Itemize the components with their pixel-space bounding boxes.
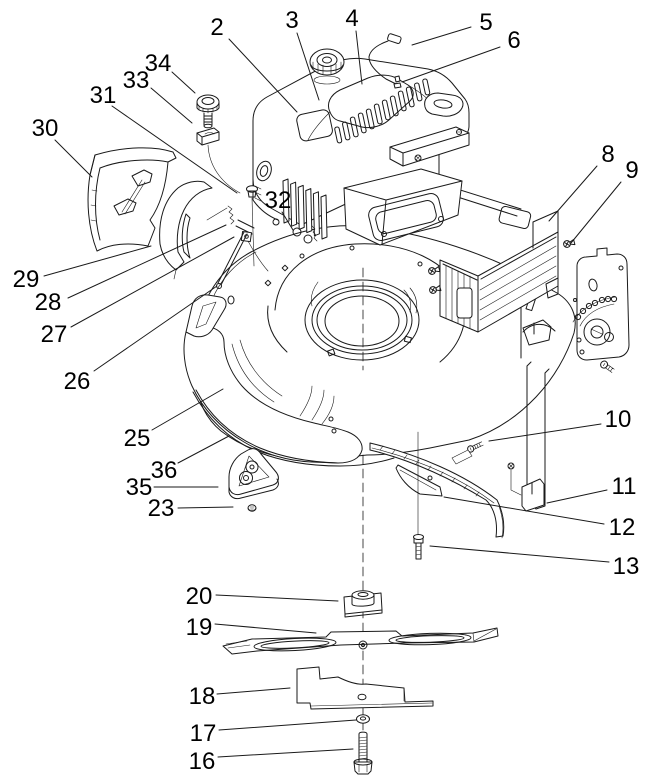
callout-32: 32: [265, 187, 292, 214]
callout-18: 18: [189, 683, 216, 710]
callout-13: 13: [613, 553, 640, 580]
callout-23: 23: [148, 495, 175, 522]
callout-29: 29: [13, 266, 40, 293]
wheel-cover-bracket: [228, 448, 279, 500]
leader-line-16: [217, 748, 354, 758]
side-baffle-vane: [159, 180, 213, 280]
callout-31: 31: [90, 82, 117, 109]
callout-8: 8: [601, 141, 614, 168]
leader-line-23: [177, 506, 234, 509]
throttle-cable: [368, 33, 402, 85]
rear-grate: [427, 210, 559, 333]
cable-clip: [393, 75, 402, 89]
callout-27: 27: [41, 321, 68, 348]
rear-baffle: [369, 442, 505, 539]
leader-line-17: [218, 719, 357, 731]
leader-line-25: [151, 388, 224, 431]
muffler-guard: [343, 168, 463, 246]
blade-accelerator: [296, 666, 434, 710]
callout-9: 9: [625, 157, 638, 184]
leader-line-32: [281, 211, 294, 231]
cover-screw: [247, 504, 257, 512]
leader-line-11: [546, 489, 608, 504]
air-cleaner-cover: [424, 92, 464, 117]
callout-4: 4: [345, 5, 358, 32]
leader-line-20: [215, 594, 339, 602]
engine-label-patch: [296, 109, 333, 142]
leader-line-2: [228, 38, 298, 113]
callout-35: 35: [126, 474, 153, 501]
blade-bolt: [353, 731, 373, 775]
blade-adapter: [343, 590, 383, 618]
engine-mount-bar: [389, 126, 470, 167]
blade-washer: [356, 714, 370, 724]
cap-clip-part: [196, 127, 220, 146]
leader-line-12: [443, 496, 605, 525]
blade: [222, 627, 499, 655]
callout-34: 34: [145, 50, 172, 77]
leader-line-27: [70, 236, 235, 328]
leader-line-3: [296, 32, 320, 101]
rear-support: [507, 361, 550, 512]
leader-line-30: [54, 139, 93, 178]
leader-line-33: [150, 87, 193, 124]
callout-33: 33: [123, 67, 150, 94]
baffle-clip: [451, 449, 473, 465]
engine-cap: [309, 48, 345, 85]
callout-16: 16: [189, 748, 216, 775]
cylinder-fins: [282, 178, 328, 240]
engine-illustration: [252, 33, 470, 246]
leader-line-10: [488, 423, 602, 442]
front-bumper-illustration: [183, 294, 395, 467]
callout-6: 6: [507, 27, 520, 54]
leader-line-31: [111, 105, 238, 194]
leader-line-4: [355, 30, 363, 85]
callout-36: 36: [151, 457, 178, 484]
leader-line-9: [570, 181, 622, 244]
leader-line-18: [216, 687, 291, 695]
leader-line-6: [401, 46, 501, 83]
callout-2: 2: [210, 14, 223, 41]
shoulder-bolt: [413, 431, 424, 560]
callout-20: 20: [186, 583, 213, 610]
callout-25: 25: [124, 425, 151, 452]
callout-30: 30: [32, 115, 59, 142]
leader-line-28: [67, 224, 227, 299]
discharge-deflector: [87, 147, 177, 252]
leader-line-26: [93, 285, 218, 372]
leader-line-19: [214, 623, 317, 634]
callout-11: 11: [612, 473, 637, 500]
callout-5: 5: [479, 9, 492, 36]
callout-19: 19: [186, 614, 213, 641]
leader-line-36: [177, 435, 230, 464]
callout-3: 3: [285, 7, 298, 34]
callout-10: 10: [605, 406, 632, 433]
callout-17: 17: [190, 720, 217, 747]
leader-line-8: [548, 165, 598, 222]
engine-vent-slots: [334, 78, 431, 144]
linkage-cluster: [206, 185, 269, 289]
adjuster-plate: [572, 247, 630, 373]
leader-line-13: [429, 545, 610, 563]
leader-line-34: [171, 71, 196, 94]
callout-12: 12: [609, 514, 636, 541]
leader-line-29: [43, 245, 152, 277]
fuel-cap-part: [196, 94, 241, 194]
callout-26: 26: [64, 368, 91, 395]
leader-line-5: [411, 26, 472, 46]
callout-28: 28: [35, 289, 62, 316]
